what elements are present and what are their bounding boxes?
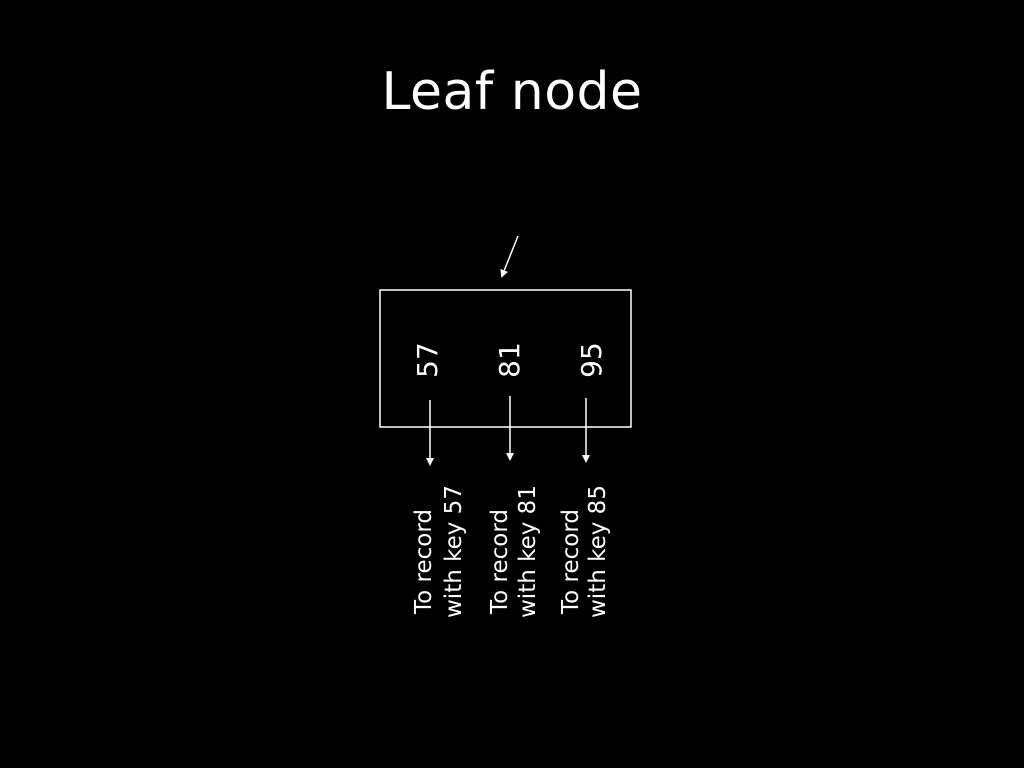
pointer-label-85-line2: with key 85 xyxy=(585,485,611,618)
key-95: 95 xyxy=(575,342,608,378)
incoming-pointer-arrow xyxy=(500,235,519,278)
pointer-label-57-line2: with key 57 xyxy=(441,485,467,618)
pointer-label-81-line1: To record xyxy=(487,509,513,615)
pointer-label-57-line1: To record xyxy=(411,509,437,615)
pointer-label-81-line2: with key 81 xyxy=(515,485,541,618)
key-57: 57 xyxy=(411,342,444,378)
key-81: 81 xyxy=(493,342,526,378)
slide-title: Leaf node xyxy=(381,62,643,122)
leaf-node-box xyxy=(379,289,632,428)
pointer-label-85-line1: To record xyxy=(558,509,584,615)
